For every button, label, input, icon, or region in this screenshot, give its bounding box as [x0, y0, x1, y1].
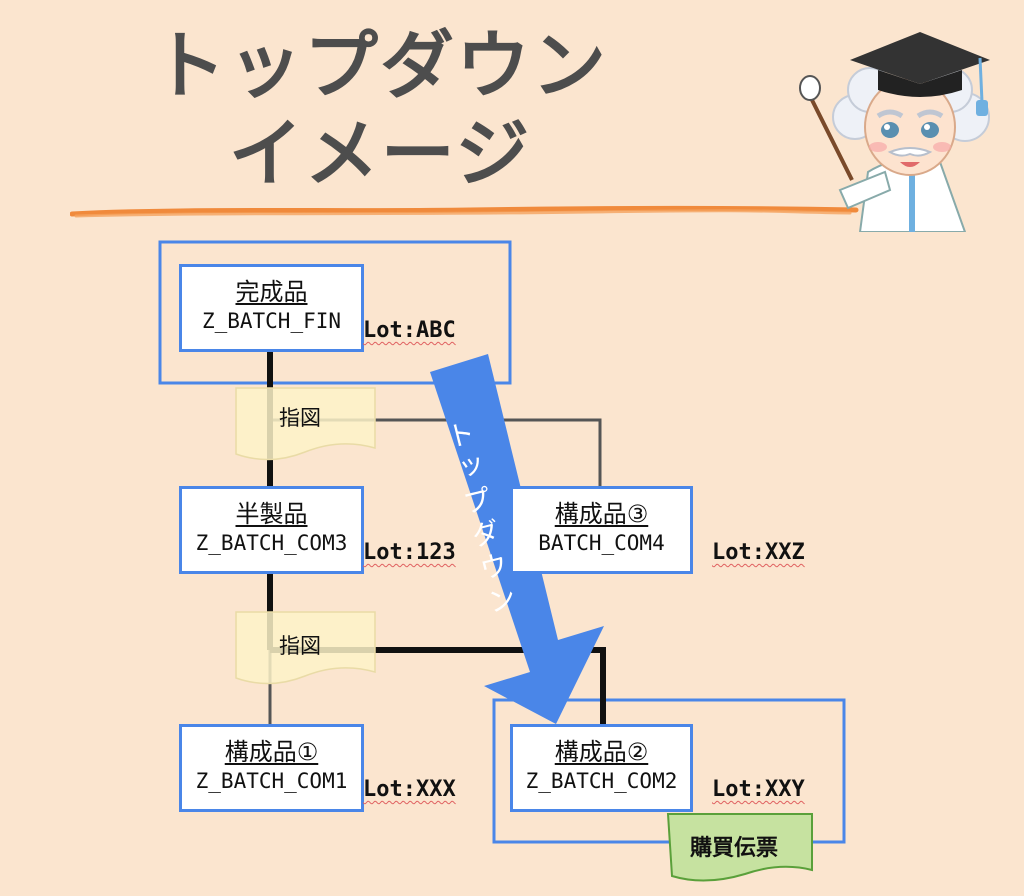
node-code: Z_BATCH_FIN	[201, 309, 342, 333]
node-code: BATCH_COM4	[538, 531, 665, 555]
lot-label-com3: Lot:123	[363, 540, 456, 565]
professor-illustration	[799, 32, 990, 232]
title-line-1: トップダウン	[152, 23, 608, 109]
lot-label-com4: Lot:XXZ	[712, 540, 805, 565]
node-name: 半製品	[235, 500, 308, 528]
order1-document	[235, 387, 376, 461]
page-title: トップダウン イメージ	[0, 22, 760, 198]
order2-label: 指図	[279, 634, 321, 658]
order2-document	[235, 611, 376, 685]
title-line-2: イメージ	[228, 111, 532, 197]
lot-label-fin: Lot:ABC	[363, 318, 456, 343]
node-code: Z_BATCH_COM3	[195, 531, 348, 555]
connector-order2-com2	[270, 647, 606, 724]
node-name: 完成品	[235, 278, 308, 306]
node-component-2: 構成品② Z_BATCH_COM2	[510, 724, 693, 812]
fin-highlight-box	[158, 240, 512, 385]
node-name: 構成品①	[224, 738, 319, 766]
node-name: 構成品③	[554, 500, 649, 528]
lot-label-com1: Lot:XXX	[363, 777, 456, 802]
node-component-3: 構成品③ BATCH_COM4	[510, 486, 693, 574]
connector-order1-com4	[270, 418, 602, 488]
purchase-label: 購買伝票	[690, 836, 779, 861]
node-component-1: 構成品① Z_BATCH_COM1	[179, 724, 364, 812]
purchase-document	[666, 813, 813, 882]
lot-label-com2: Lot:XXY	[712, 777, 805, 802]
node-name: 構成品②	[554, 738, 649, 766]
node-semi-finished: 半製品 Z_BATCH_COM3	[179, 486, 364, 574]
node-code: Z_BATCH_COM2	[525, 769, 678, 793]
order1-label: 指図	[279, 406, 321, 430]
node-code: Z_BATCH_COM1	[195, 769, 348, 793]
node-finished-product: 完成品 Z_BATCH_FIN	[179, 264, 364, 352]
title-underline	[70, 206, 859, 218]
